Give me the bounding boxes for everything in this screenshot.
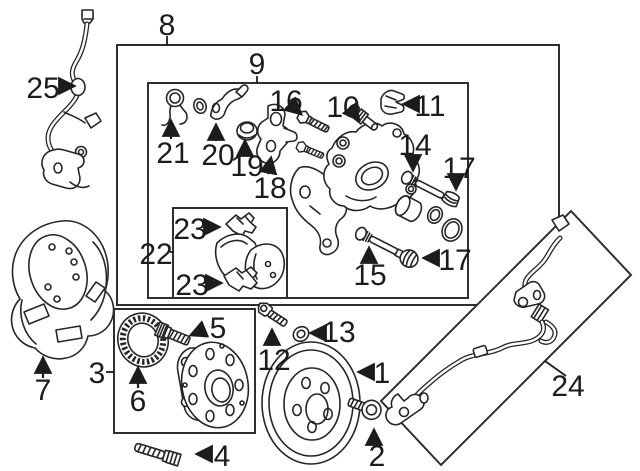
brake-hose-box-group xyxy=(379,209,633,467)
splash-shield-drawing xyxy=(10,220,115,360)
lower-pad-shim-drawing xyxy=(223,266,258,292)
callout-14-label: 14 xyxy=(398,129,431,162)
brake-hose-box xyxy=(379,209,633,467)
callout-9-label: 9 xyxy=(249,48,266,81)
callout-24-label: 24 xyxy=(551,370,584,403)
callout-24-leader xyxy=(544,360,567,377)
callout-labels: 1 2 3 4 5 6 7 8 9 10 11 12 13 14 15 16 1… xyxy=(26,9,584,471)
callout-25-label: 25 xyxy=(26,72,59,105)
callout-5-label: 5 xyxy=(210,312,227,345)
callout-3-label: 3 xyxy=(89,357,106,390)
callout-16-arrow xyxy=(282,96,304,116)
piston-seal-drawing xyxy=(426,205,444,225)
caliper-body-drawing xyxy=(323,122,421,212)
upper-pin-boot-drawing xyxy=(441,190,461,208)
callout-5-arrow xyxy=(188,320,210,338)
hub-assembly-drawing xyxy=(176,341,250,429)
lower-pin-boot-drawing xyxy=(394,248,419,268)
callout-11-label: 11 xyxy=(414,90,445,123)
callout-20-label: 20 xyxy=(201,139,234,172)
callout-4-label: 4 xyxy=(214,440,231,471)
callout-6-label: 6 xyxy=(130,385,147,418)
callout-16-label: 16 xyxy=(269,85,302,118)
banjo-bolt-drawing xyxy=(257,302,288,327)
callout-arrows xyxy=(33,36,567,464)
rotor-set-screw-drawing xyxy=(347,397,382,421)
callout-2-label: 2 xyxy=(369,440,386,471)
retainer-clip-drawing xyxy=(380,89,406,115)
caliper-piston-drawing xyxy=(394,195,423,223)
wheel-stud-drawing xyxy=(153,321,191,346)
callout-10-label: 10 xyxy=(326,91,359,124)
callout-17a-label: 17 xyxy=(442,152,475,185)
callout-8-label: 8 xyxy=(159,9,176,42)
callout-7-label: 7 xyxy=(35,374,52,407)
callout-12-label: 12 xyxy=(257,344,290,377)
parking-lever-drawing xyxy=(193,84,249,120)
brake-hose-drawing xyxy=(385,214,570,426)
callout-13-label: 13 xyxy=(322,316,355,349)
callout-22-label: 22 xyxy=(139,238,172,271)
callout-18-arrow xyxy=(258,155,278,176)
callout-1-label: 1 xyxy=(374,357,391,390)
dust-cap-drawing xyxy=(236,121,258,141)
hub-mount-bolt-drawing xyxy=(134,442,182,467)
return-spring-drawing xyxy=(161,88,188,127)
callout-10-arrow xyxy=(341,101,361,123)
callout-23b-label: 23 xyxy=(175,269,208,302)
piston-boot-drawing xyxy=(441,218,463,242)
callout-17b-label: 17 xyxy=(438,244,471,277)
callout-23a-label: 23 xyxy=(173,213,206,246)
sealing-washer-drawing xyxy=(292,325,310,343)
callout-21-label: 21 xyxy=(156,137,189,170)
callout-18-label: 18 xyxy=(253,172,286,205)
callout-19-label: 19 xyxy=(230,150,263,183)
abs-sensor-harness-drawing xyxy=(41,9,102,190)
callout-15-label: 15 xyxy=(353,259,386,292)
